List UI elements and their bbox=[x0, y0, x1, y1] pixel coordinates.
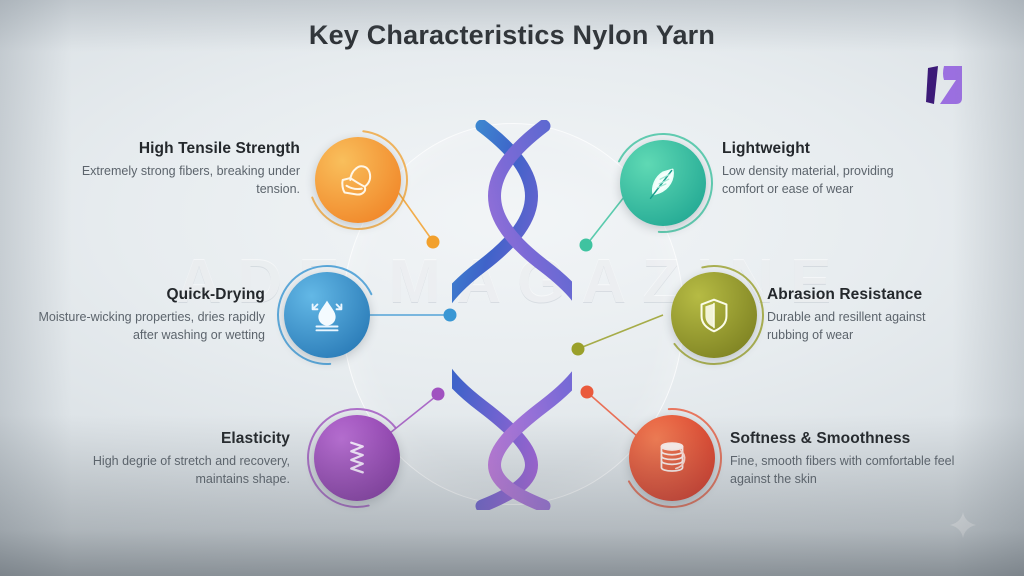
feature-description: Durable and resillent against rubbing of… bbox=[767, 310, 926, 342]
badge-quick-drying[interactable] bbox=[284, 272, 370, 358]
page-title: Key Characteristics Nylon Yarn bbox=[308, 20, 716, 50]
feature-title: Lightweight bbox=[722, 140, 811, 157]
sparkle-icon bbox=[950, 512, 976, 538]
feature-title: High Tensile Strength bbox=[138, 140, 300, 157]
thread-spool-icon bbox=[660, 442, 686, 472]
badge-elasticity[interactable] bbox=[314, 415, 400, 501]
feature-title: Elasticity bbox=[220, 430, 290, 447]
feature-text-quick-drying: Quick-Drying Moisture-wicking properties… bbox=[30, 286, 265, 345]
badge-high-tensile-strength[interactable] bbox=[315, 137, 401, 223]
bicep-flex-icon bbox=[341, 165, 372, 196]
feature-description: Low density material, providing comfort … bbox=[722, 164, 894, 196]
dna-double-helix bbox=[452, 120, 572, 510]
shield-icon bbox=[700, 298, 728, 333]
feature-description: Extremely strong fibers, breaking under … bbox=[81, 164, 300, 196]
badge-arc bbox=[664, 265, 764, 366]
badge-softness-smoothness[interactable] bbox=[629, 415, 715, 501]
feather-icon bbox=[649, 168, 674, 200]
feature-title: Softness & Smoothness bbox=[730, 430, 911, 447]
feature-text-elasticity: Elasticity High degrie of stretch and re… bbox=[50, 430, 290, 489]
badge-lightweight[interactable] bbox=[620, 140, 706, 226]
water-drop-icon bbox=[311, 300, 343, 332]
spring-coil-icon bbox=[350, 441, 364, 474]
feature-text-softness-smoothness: Softness & Smoothness Fine, smooth fiber… bbox=[730, 430, 970, 489]
feature-text-lightweight: Lightweight Low density material, provid… bbox=[722, 140, 937, 199]
badge-arc bbox=[277, 265, 377, 365]
feature-description: High degrie of stretch and recovery, mai… bbox=[92, 454, 290, 486]
badge-arc bbox=[622, 408, 722, 508]
feature-description: Moisture-wicking properties, dries rapid… bbox=[38, 310, 265, 342]
feature-title: Quick-Drying bbox=[166, 286, 265, 303]
feature-title: Abrasion Resistance bbox=[767, 286, 923, 303]
feature-description: Fine, smooth fibers with comfortable fee… bbox=[730, 454, 955, 486]
badge-abrasion-resistance[interactable] bbox=[671, 272, 757, 358]
badge-arc bbox=[307, 407, 407, 508]
badge-arc bbox=[613, 133, 713, 233]
publisher-logo bbox=[926, 66, 962, 104]
feature-text-abrasion-resistance: Abrasion Resistance Durable and resillen… bbox=[767, 286, 967, 345]
feature-text-high-tensile-strength: High Tensile Strength Extremely strong f… bbox=[50, 140, 300, 199]
badge-arc bbox=[308, 130, 408, 230]
